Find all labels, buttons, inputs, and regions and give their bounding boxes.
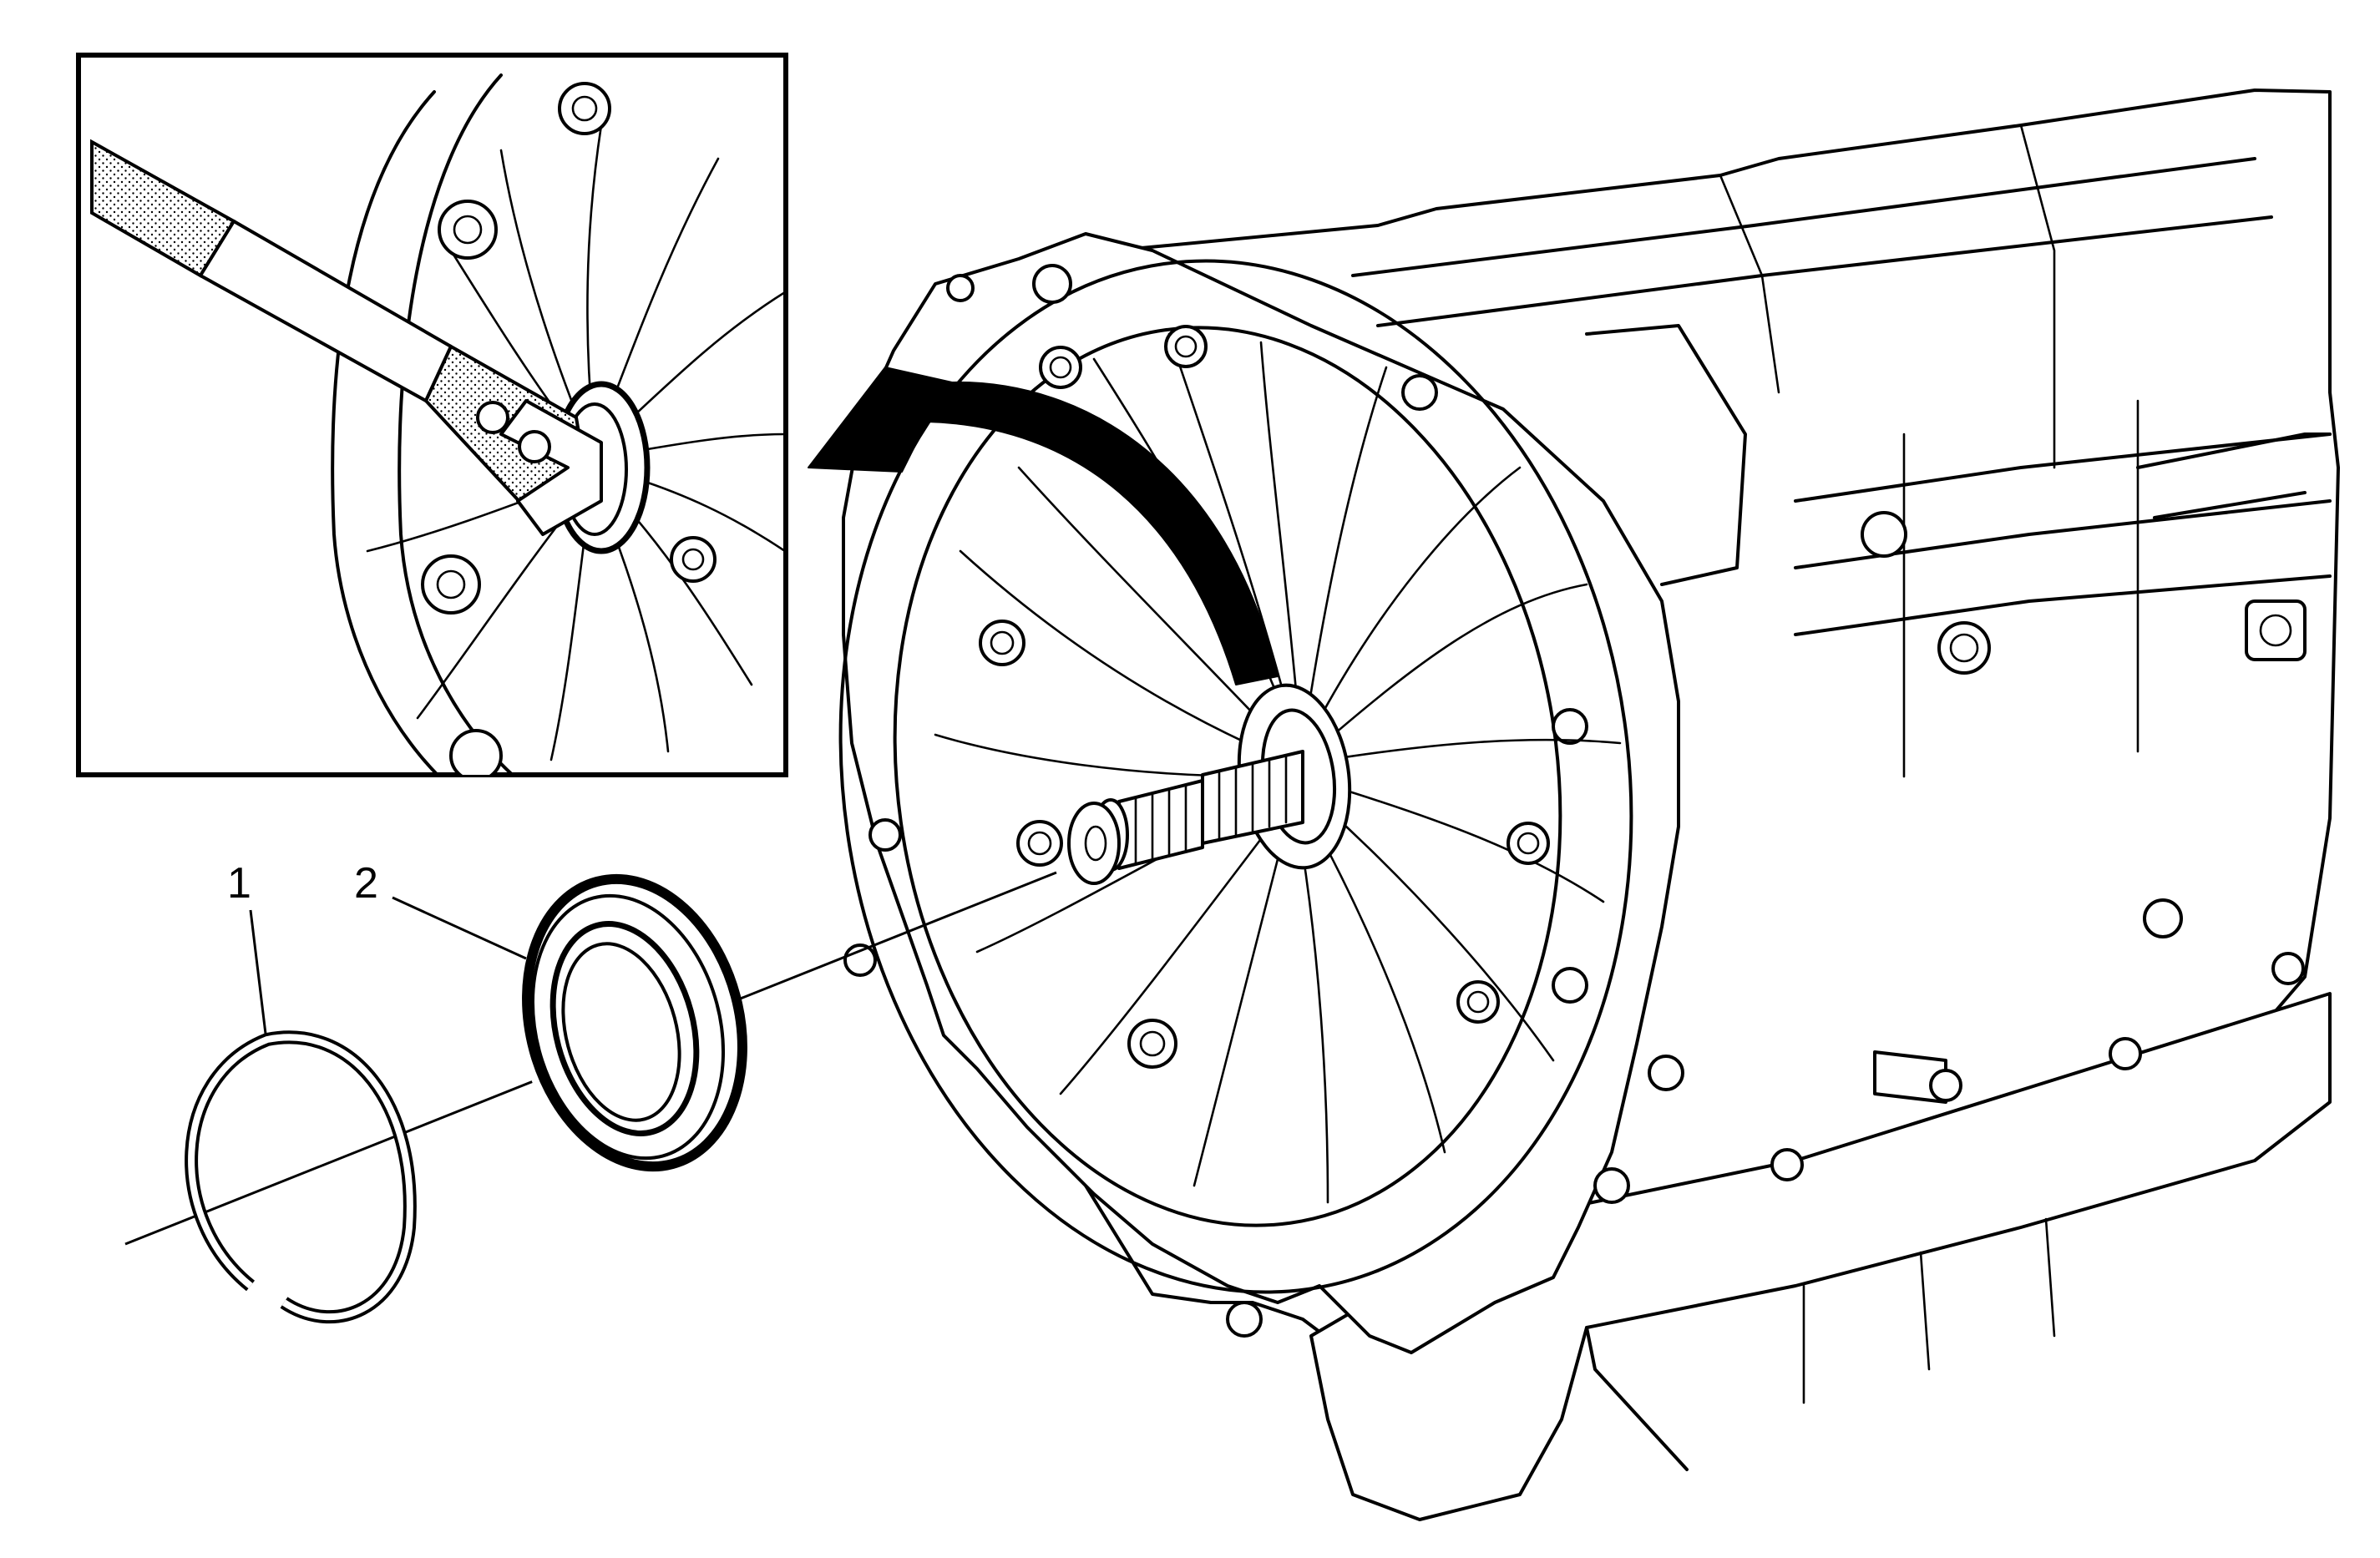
callout-label-2: 2 [354, 859, 378, 908]
input-shaft [1067, 750, 1304, 885]
converter-bolts [979, 325, 1550, 1069]
callout-2: 2 [354, 859, 527, 960]
callout-label-1: 1 [227, 859, 251, 908]
snap-ring [185, 1030, 417, 1324]
callout-1: 1 [227, 859, 267, 1034]
center-axis-line [124, 871, 1057, 1246]
flange-bolt-holes [843, 264, 1630, 1338]
removal-direction-arrow [808, 367, 1279, 685]
oil-seal [522, 873, 747, 1172]
seal-removal-tool [90, 139, 603, 536]
inset-detail [76, 53, 788, 777]
transmission-assembly [838, 89, 2340, 1521]
